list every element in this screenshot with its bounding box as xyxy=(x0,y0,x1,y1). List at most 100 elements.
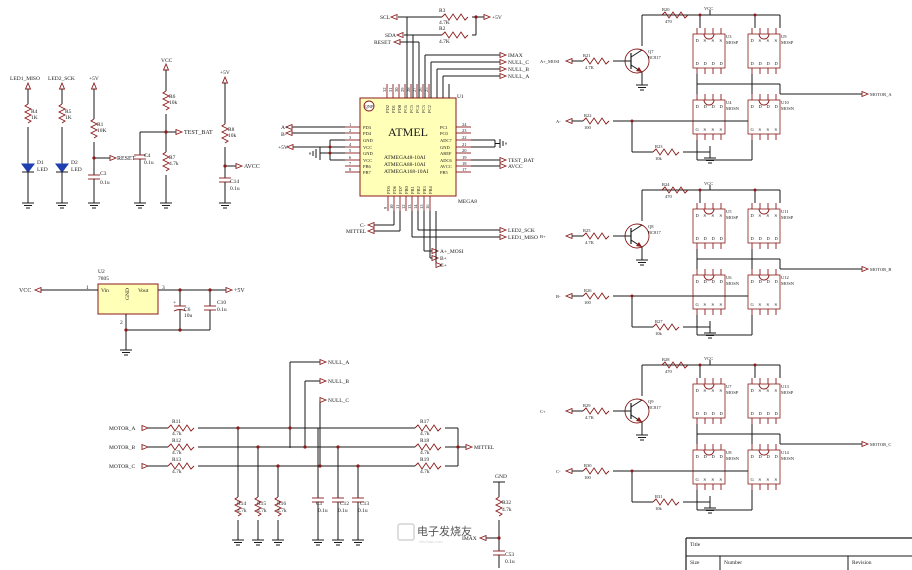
mos-p1-pin-top: S xyxy=(712,388,715,393)
r18-ref: R18 xyxy=(420,438,429,444)
phase-plus-arrow xyxy=(564,57,573,65)
mos-n1-ref: U8 xyxy=(726,450,732,455)
mcu-pin-num-left: 2 xyxy=(349,128,351,133)
phase-rbase-ref: R29 xyxy=(583,403,591,408)
mcu-pin-num-right: 17 xyxy=(462,167,467,172)
net-null-a-top: NULL_A xyxy=(508,74,529,80)
mcu-variant-1: ATMEGA48-10AI xyxy=(384,155,426,161)
mos-n1-pin-bot: S xyxy=(720,302,723,307)
mos-p2-pin-top: D xyxy=(751,213,755,218)
mcu-pin-name-bottom: PB0 xyxy=(404,185,409,194)
mos-n1-pin-bot: S xyxy=(704,477,707,482)
mos-n1-type: MOSN xyxy=(726,281,740,286)
mosfet-notch xyxy=(758,449,770,456)
phase-rbase-ref: R21 xyxy=(583,53,591,58)
mcu-pin-name-top: PC5 xyxy=(409,104,414,113)
r4-ref: R4 xyxy=(31,109,38,115)
mcu-pin-name-left: VCC xyxy=(363,158,372,163)
phase-q-val: BC817 xyxy=(648,230,662,235)
phase-minus-net: C- xyxy=(556,469,561,474)
bemf-network: NULL_A NULL_B NULL_C MOTOR_A MOTOR_B MOT… xyxy=(109,358,515,568)
net-gnd-r32: GND xyxy=(495,474,507,480)
mos-n2-pin-bot: S xyxy=(775,127,778,132)
mos-p2-pin-bot: D xyxy=(759,236,763,241)
mos-n1-pin-top: D xyxy=(704,454,708,459)
c53-ref: C53 xyxy=(505,552,514,558)
mos-p2-pin-top: S xyxy=(775,388,778,393)
net-null-b-top: NULL_B xyxy=(508,67,529,73)
phase-q-ref: Q9 xyxy=(648,399,654,404)
c14-val: 0.1u xyxy=(230,186,240,192)
net-sda: SDA xyxy=(385,33,396,39)
u2-pin1: 1 xyxy=(86,285,89,291)
size-label: Size xyxy=(690,560,700,566)
u2-vin: Vin xyxy=(101,288,109,294)
mos-p2-pin-top: S xyxy=(759,388,762,393)
r7-val: 4.7k xyxy=(169,161,179,167)
mcu-pin-num-top: 26 xyxy=(418,87,423,92)
mos-p1-pin-top: D xyxy=(696,388,700,393)
mcu-pin-num-top: 32 xyxy=(382,88,387,93)
r16-ref: R16 xyxy=(277,501,286,507)
net-scl: SCL xyxy=(380,15,391,21)
phase-rpd-val: 10k xyxy=(655,156,663,161)
phase-vcc-label: VCC xyxy=(704,356,713,361)
u2-ref: U2 xyxy=(98,269,105,275)
mos-p2-pin-top: S xyxy=(775,213,778,218)
mcu-pin-name-right: PC0 xyxy=(440,131,449,136)
mos-p1-pin-bot: D xyxy=(696,236,700,241)
mos-p2-ref: U9 xyxy=(781,34,787,39)
net-imax-top: IMAX xyxy=(508,53,523,59)
net-a-plus-left: A+ xyxy=(281,125,288,131)
mos-p2-pin-top: S xyxy=(767,388,770,393)
mcu-pin-name-left: PB7 xyxy=(363,170,372,175)
mos-p1-pin-top: S xyxy=(712,38,715,43)
net-plus5v-reg: +5V xyxy=(234,288,245,294)
mcu-pins: 1PD32PD43GND4VCC5GND6VCC7PB68PB724PC123P… xyxy=(345,84,471,211)
net-c-minus-bottom: C- xyxy=(360,223,366,229)
mcu-pin-name-left: PD3 xyxy=(363,125,372,130)
net-null-b-bemf: NULL_B xyxy=(328,379,349,385)
mos-n1-pin-top: D xyxy=(720,454,724,459)
d1-val: LED xyxy=(37,167,48,173)
mcu-bottom-nets: C- MITTEL LED2_SCK LED1_MISO A+_MOSI B+ … xyxy=(346,211,538,269)
mos-n2-pin-top: D xyxy=(767,104,771,109)
c6-val: 10u xyxy=(184,313,193,319)
phase-transistor-arrow xyxy=(636,242,642,247)
revision-label: Revision xyxy=(852,560,872,566)
phase-q-ref: Q7 xyxy=(648,49,654,54)
phase-rgate-resistor xyxy=(582,117,610,125)
phase-rpd-ref: R27 xyxy=(655,319,663,324)
phase-transistor-arrow xyxy=(636,417,642,422)
phase-transistor-arrow xyxy=(636,67,642,72)
mos-n2-pin-top: D xyxy=(751,454,755,459)
mcu-pin-name-bottom: PB4 xyxy=(428,185,433,194)
mcu-logo: ATMEL xyxy=(388,125,428,139)
phase-plus-net: A+_MOSI xyxy=(540,59,560,64)
phase-rtop-ref: R20 xyxy=(662,7,670,12)
mcu-pin-name-left: GND xyxy=(363,138,373,143)
r13-ref: R13 xyxy=(172,457,181,463)
mos-n2-type: MOSN xyxy=(781,106,795,111)
mosfet-notch xyxy=(758,274,770,281)
r12-ref: R12 xyxy=(172,438,181,444)
mos-p1-type: MOSP xyxy=(726,40,739,45)
mosfet-body xyxy=(692,33,726,69)
mcu-pin-name-left: PD4 xyxy=(363,131,372,136)
phase-rgate-val: 100 xyxy=(584,125,592,130)
mos-p2-pin-bot: D xyxy=(751,236,755,241)
r6-val: 10k xyxy=(169,100,178,106)
watermark-sub: elecfans.com xyxy=(419,539,443,544)
mcu-pin-num-left: 8 xyxy=(349,167,352,172)
mos-p1-type: MOSP xyxy=(726,390,739,395)
mcu-pin-num-top: 27 xyxy=(412,87,417,92)
phase-q-val: BC817 xyxy=(648,405,662,410)
r14-val: 4.7k xyxy=(237,508,247,514)
mos-n1-ref: U6 xyxy=(726,275,732,280)
phase-rbase-val: 4.7K xyxy=(585,240,595,245)
mos-n2-pin-bot: S xyxy=(767,477,770,482)
